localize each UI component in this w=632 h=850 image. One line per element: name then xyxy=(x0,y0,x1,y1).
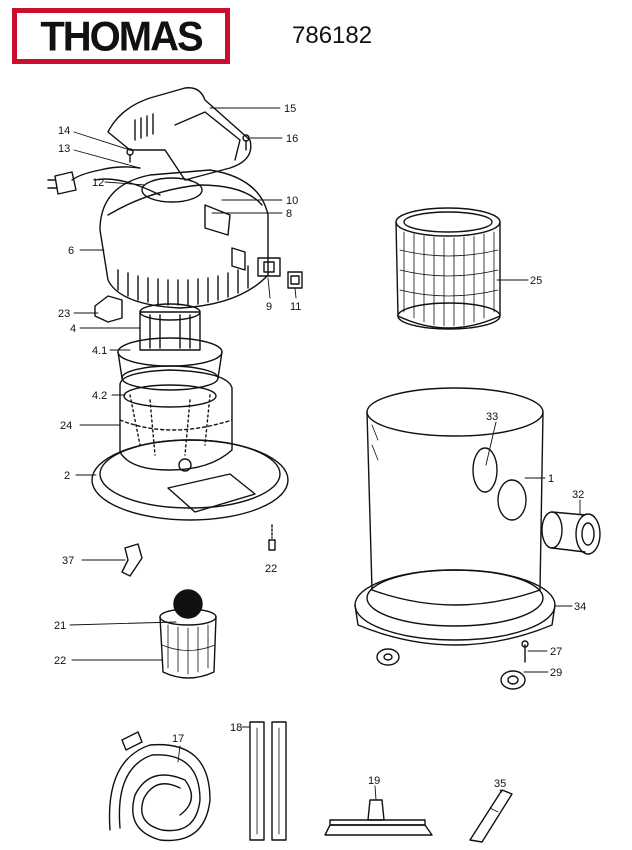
callout-15: 15 xyxy=(284,103,296,115)
part-16-screw xyxy=(242,134,250,151)
part-23-bracket xyxy=(94,295,123,323)
part-6-motor-housing xyxy=(99,169,269,309)
callout-37: 37 xyxy=(62,555,74,567)
part-34-dolly-base xyxy=(354,569,556,646)
callout-labels: 15 16 14 13 12 10 8 6 25 9 11 23 4 4.1 4… xyxy=(54,103,586,790)
part-35-crevice-tool xyxy=(469,789,513,843)
callout-14: 14 xyxy=(58,125,70,137)
part-19-floor-nozzle xyxy=(324,799,433,836)
part-21-float-ball xyxy=(173,589,203,619)
callout-8: 8 xyxy=(286,208,292,220)
part-27-caster-pin xyxy=(521,640,529,663)
callout-4-2: 4.2 xyxy=(92,390,107,402)
part-25-cartridge-filter xyxy=(395,207,501,330)
callout-22-cage: 22 xyxy=(54,655,66,667)
part-32-inlet xyxy=(541,511,601,555)
part-4-motor xyxy=(139,303,201,351)
part-29-caster xyxy=(376,648,526,690)
callout-13: 13 xyxy=(58,143,70,155)
part-22-filter-cage xyxy=(159,608,217,679)
part-2-base-plate xyxy=(91,439,289,521)
part-11-switch-cap xyxy=(287,271,303,289)
callout-19: 19 xyxy=(368,775,380,787)
part-22-screw xyxy=(268,524,276,551)
callout-35: 35 xyxy=(494,778,506,790)
logo-text: THOMAS xyxy=(40,13,203,61)
callout-9: 9 xyxy=(266,301,272,313)
callout-16: 16 xyxy=(286,133,298,145)
callout-4: 4 xyxy=(70,323,76,335)
part-12-13-power-cord xyxy=(47,166,161,196)
part-15-top-cover xyxy=(107,87,252,181)
part-37-clip xyxy=(121,543,143,577)
part-4-1-ring xyxy=(117,337,223,391)
part-14-screw xyxy=(126,148,134,163)
callout-1: 1 xyxy=(548,473,554,485)
callout-18: 18 xyxy=(230,722,242,734)
part-4-2-gasket xyxy=(123,384,217,408)
part-9-switch xyxy=(257,257,281,277)
callout-2: 2 xyxy=(64,470,70,482)
callout-12: 12 xyxy=(92,177,104,189)
callout-33: 33 xyxy=(486,411,498,423)
callout-32: 32 xyxy=(572,489,584,501)
thomas-logo: THOMAS xyxy=(12,8,230,64)
model-number: 786182 xyxy=(292,22,373,49)
callout-17: 17 xyxy=(172,733,184,745)
callout-6: 6 xyxy=(68,245,74,257)
callout-29: 29 xyxy=(550,667,562,679)
leader-lines xyxy=(69,107,581,801)
callout-25: 25 xyxy=(530,275,542,287)
part-17-hose xyxy=(108,731,211,842)
part-24-foam-filter xyxy=(119,369,233,471)
callout-27: 27 xyxy=(550,646,562,658)
callout-21: 21 xyxy=(54,620,66,632)
callout-4-1: 4.1 xyxy=(92,345,107,357)
part-1-container xyxy=(366,387,544,606)
callout-22-screw: 22 xyxy=(265,563,277,575)
part-18-extension-tubes xyxy=(249,721,287,841)
callout-24: 24 xyxy=(60,420,72,432)
callout-11: 11 xyxy=(290,301,301,313)
callout-34: 34 xyxy=(574,601,586,613)
callout-23: 23 xyxy=(58,308,70,320)
callout-10: 10 xyxy=(286,195,298,207)
